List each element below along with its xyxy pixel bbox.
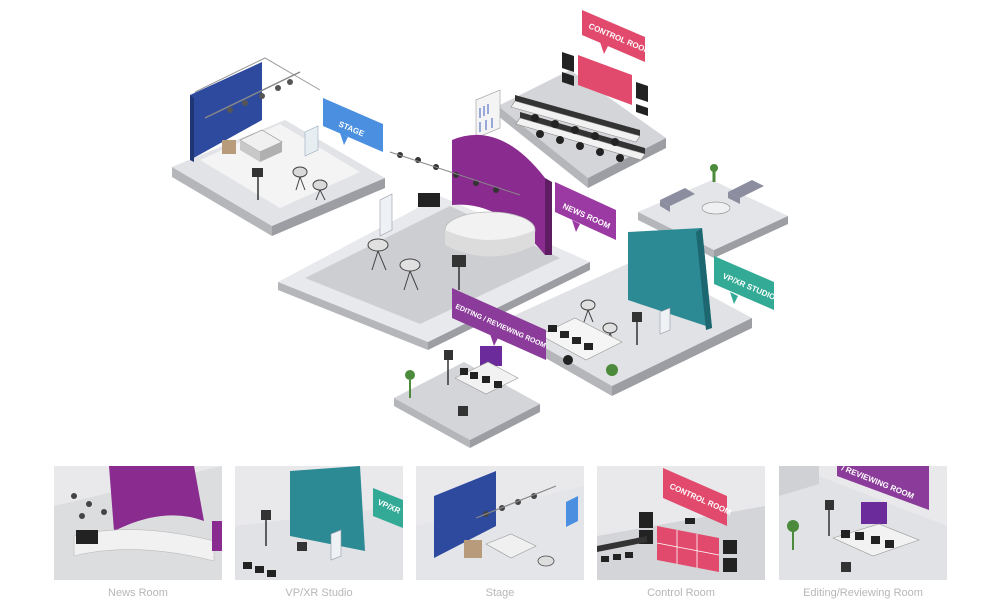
control-room-tag[interactable]: CONTROL ROOM [582, 10, 652, 62]
control-room-thumbnail-art: CONTROL ROOM [597, 468, 765, 580]
stage-thumbnail[interactable] [416, 466, 584, 580]
vpxr-studio-thumbnail[interactable]: VP/XR [235, 466, 403, 580]
stage-thumbnail-label[interactable]: Stage [485, 587, 515, 599]
news-room-tag[interactable]: NEWS ROOM [555, 182, 616, 240]
stage-tag[interactable]: STAGE [323, 98, 383, 152]
vpxr-studio-area[interactable] [500, 228, 752, 396]
vpxr-studio-thumbnail-art: VP/XR [235, 466, 403, 580]
control-room-thumbnail[interactable]: CONTROL ROOM [597, 466, 765, 580]
room-thumbnail-row: News Room VP/XR VP/XR Studio Stage [0, 466, 1000, 600]
editing-room-thumbnail-art: / REVIEWING ROOM [779, 466, 947, 580]
editing-room-thumbnail[interactable]: / REVIEWING ROOM [779, 466, 947, 580]
news-room-thumbnail[interactable] [54, 466, 222, 580]
control-room-area[interactable] [475, 52, 666, 188]
news-room-thumbnail-label[interactable]: News Room [108, 587, 168, 599]
editing-room-area[interactable] [394, 346, 540, 448]
news-room-thumbnail-art [54, 466, 222, 580]
control-room-thumbnail-label[interactable]: Control Room [647, 587, 715, 599]
vpxr-studio-thumbnail-label[interactable]: VP/XR Studio [285, 587, 353, 599]
editing-room-screen [480, 346, 502, 366]
vpxr-led-wall [628, 228, 712, 328]
stage-thumbnail-art [416, 471, 584, 580]
news-room-area[interactable] [278, 134, 590, 350]
editing-room-thumbnail-label[interactable]: Editing/Reviewing Room [803, 587, 923, 599]
stage-blue-backdrop [190, 62, 262, 160]
vpxr-studio-tag[interactable]: VP/XR STUDIO [714, 256, 777, 310]
control-room-video-wall [578, 55, 632, 105]
stage-area[interactable] [172, 57, 385, 236]
studio-isometric-map: STAGE [172, 10, 788, 448]
